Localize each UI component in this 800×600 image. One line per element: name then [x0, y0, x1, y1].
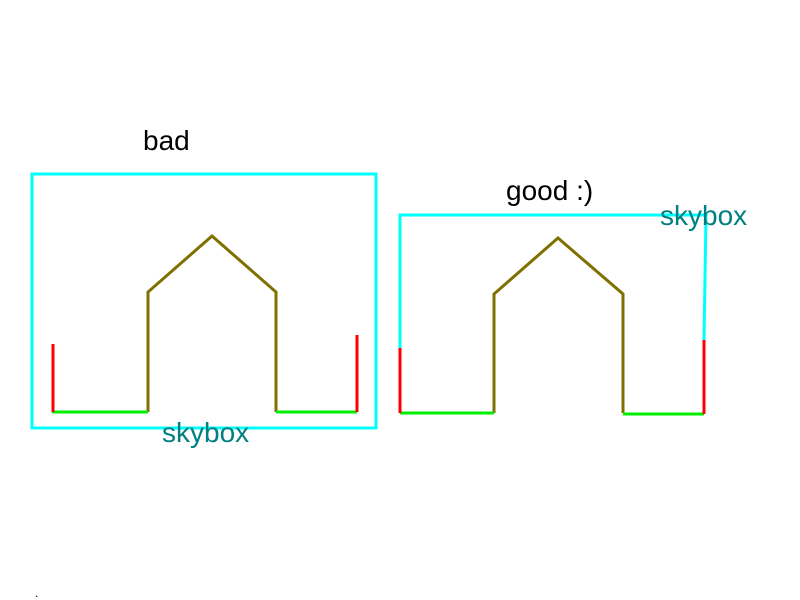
- corner-dot: .: [35, 586, 39, 600]
- good-example: [398, 213, 708, 416]
- bad-skybox-label: skybox: [162, 417, 250, 448]
- good-title: good :): [506, 175, 594, 206]
- good-skybox-label: skybox: [660, 200, 748, 231]
- bad-example: [30, 172, 378, 430]
- bad-house-outline: [146, 234, 278, 412]
- bad-title: bad: [143, 125, 190, 156]
- good-house-outline: [492, 236, 625, 413]
- bad-skybox-rect: [30, 172, 378, 430]
- good-skybox-outline: [398, 213, 708, 348]
